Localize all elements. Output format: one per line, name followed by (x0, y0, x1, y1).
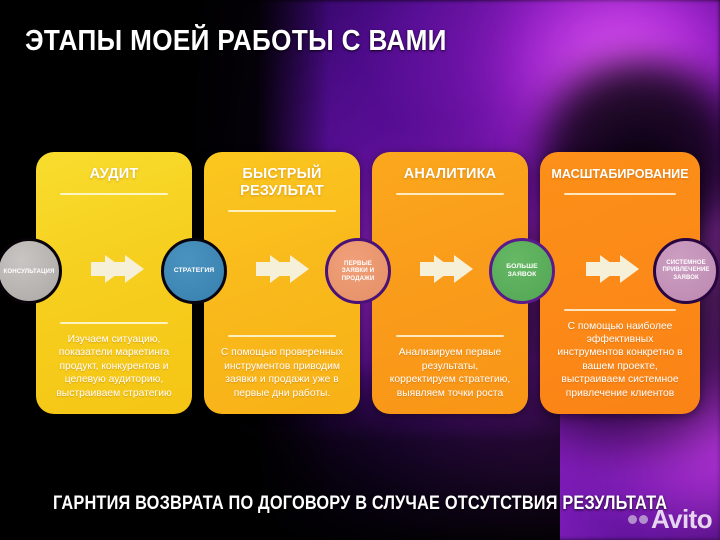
page-title: ЭТАПЫ МОЕЙ РАБОТЫ С ВАМИ (25, 25, 447, 57)
avito-watermark: Avito (627, 504, 713, 534)
divider-bottom (59, 321, 169, 324)
step-card-title: АУДИТ (89, 166, 139, 182)
node-first-orders: ПЕРВЫЕ ЗАЯВКИ И ПРОДАЖИ (325, 238, 391, 304)
step-card-title: БЫСТРЫЙ РЕЗУЛЬТАТ (240, 166, 324, 199)
step-card-body: С помощью наиболее эффективных инструмен… (557, 320, 683, 399)
avito-dots-icon (627, 514, 648, 524)
arrow-right-icon (420, 252, 474, 286)
avito-dot (638, 514, 648, 524)
arrow-right-icon (586, 252, 640, 286)
step-card-body: Анализируем первые результаты, корректир… (389, 347, 511, 399)
divider-bottom (564, 308, 676, 311)
node-more-orders: БОЛЬШЕ ЗАЯВОК (489, 238, 555, 304)
step-card-title: АНАЛИТИКА (403, 166, 497, 182)
node-consultation: КОНСУЛЬТАЦИЯ (0, 238, 62, 304)
step-card-title: МАСШТАБИРОВАНИЕ (551, 167, 689, 181)
divider-bottom (395, 335, 505, 338)
node-systematic-attraction: СИСТЕМНОЕ ПРИВЛЕЧЕНИЕ ЗАЯВОК (653, 238, 719, 304)
divider-top (227, 210, 337, 212)
step-card-body: Изучаем ситуацию, показатели маркетинга … (56, 333, 172, 399)
step-card-body: С помощью проверенных инструментов приво… (220, 347, 344, 399)
avito-dot (627, 514, 637, 524)
arrow-right-icon (91, 252, 145, 286)
divider-top (395, 193, 505, 195)
divider-bottom (227, 335, 337, 338)
guarantee-banner: ГАРНТИЯ ВОЗВРАТА ПО ДОГОВОРУ В СЛУЧАЕ ОТ… (0, 468, 720, 540)
divider-top (59, 193, 169, 195)
guarantee-text: ГАРНТИЯ ВОЗВРАТА ПО ДОГОВОРУ В СЛУЧАЕ ОТ… (52, 493, 668, 514)
node-strategy: СТРАТЕГИЯ (161, 238, 227, 304)
avito-wordmark: Avito (650, 504, 713, 534)
divider-top (564, 193, 676, 195)
arrow-right-icon (256, 252, 310, 286)
